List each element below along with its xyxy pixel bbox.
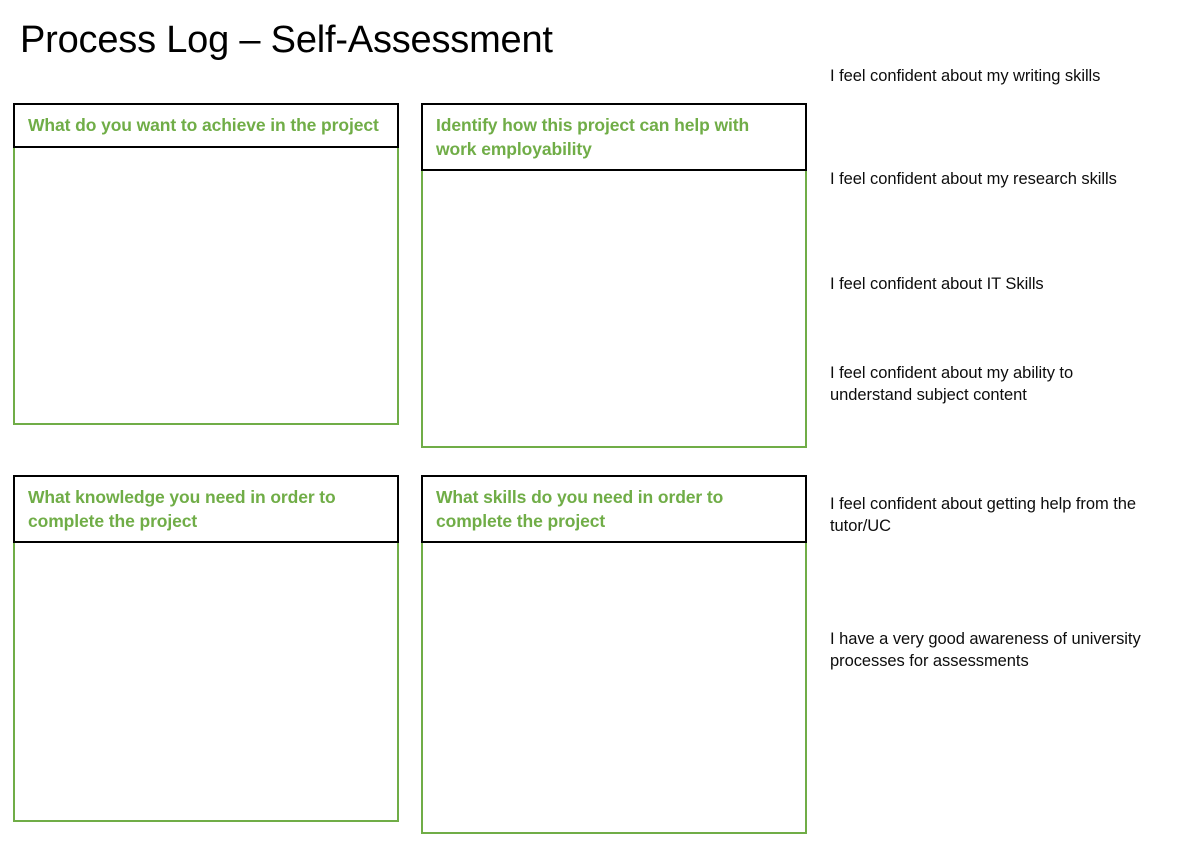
statement-university-processes: I have a very good awareness of universi… <box>830 630 1141 671</box>
prompt-header-knowledge: What knowledge you need in order to comp… <box>13 475 399 544</box>
prompt-box-knowledge: What knowledge you need in order to comp… <box>13 475 399 823</box>
answer-area-skills[interactable] <box>421 543 807 835</box>
page-title: Process Log – Self-Assessment <box>20 19 553 61</box>
prompt-header-skills: What skills do you need in order to comp… <box>421 475 807 544</box>
statement-it-skills: I feel confident about IT Skills <box>830 275 1044 293</box>
statement-tutor-help: I feel confident about getting help from… <box>830 495 1137 536</box>
prompt-header-achieve: What do you want to achieve in the proje… <box>13 103 399 148</box>
statement-writing-skills: I feel confident about my writing skills <box>830 67 1101 85</box>
answer-area-knowledge[interactable] <box>13 543 399 823</box>
prompt-box-employability: Identify how this project can help with … <box>421 103 807 449</box>
answer-area-employability[interactable] <box>421 171 807 449</box>
prompt-header-employability: Identify how this project can help with … <box>421 103 807 172</box>
prompt-box-skills: What skills do you need in order to comp… <box>421 475 807 835</box>
answer-area-achieve[interactable] <box>13 147 399 425</box>
statement-research-skills: I feel confident about my research skill… <box>830 170 1117 188</box>
prompt-box-achieve: What do you want to achieve in the proje… <box>13 103 399 425</box>
statement-subject-content: I feel confident about my ability to und… <box>830 364 1074 405</box>
